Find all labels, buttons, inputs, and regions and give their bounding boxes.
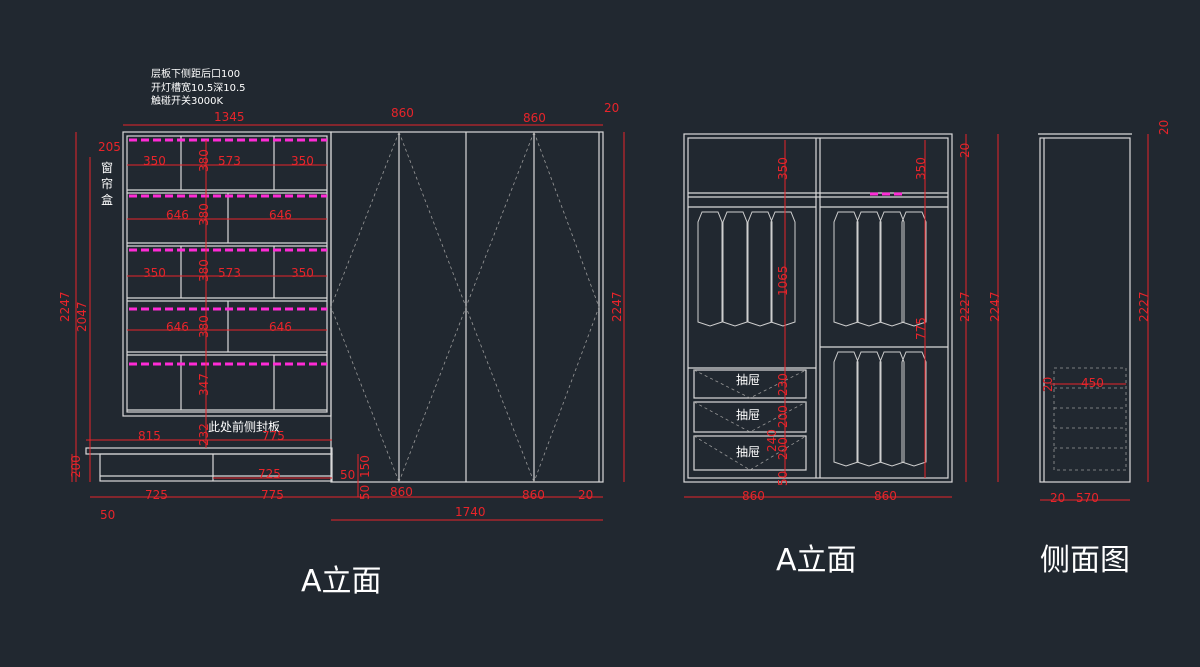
svg-text:232: 232	[197, 423, 211, 446]
svg-text:50: 50	[340, 468, 355, 482]
svg-text:150: 150	[358, 455, 372, 478]
drawer-2-label: 抽屉	[736, 408, 760, 422]
middle-elevation: 抽屉 抽屉 抽屉 350 350 20	[683, 133, 1002, 578]
drawer-1-label: 抽屉	[736, 373, 760, 387]
svg-text:50: 50	[776, 471, 790, 486]
svg-text:2247: 2247	[610, 291, 624, 322]
svg-text:350: 350	[143, 266, 166, 280]
svg-text:725: 725	[258, 467, 281, 481]
svg-text:860: 860	[391, 106, 414, 120]
wardrobe-doors-frame	[330, 131, 604, 483]
svg-text:860: 860	[522, 488, 545, 502]
front-panel-note: 此处前侧封板	[208, 419, 280, 434]
hanging-clothes-lower-right	[833, 351, 927, 467]
svg-text:860: 860	[742, 489, 765, 503]
svg-text:200: 200	[776, 437, 790, 460]
svg-text:350: 350	[291, 154, 314, 168]
svg-text:775: 775	[914, 317, 928, 340]
svg-text:2227: 2227	[1137, 291, 1151, 322]
svg-text:50: 50	[358, 485, 372, 500]
svg-text:646: 646	[269, 320, 292, 334]
svg-text:350: 350	[143, 154, 166, 168]
svg-text:646: 646	[166, 208, 189, 222]
svg-text:20: 20	[958, 143, 972, 158]
svg-text:815: 815	[138, 429, 161, 443]
svg-text:573: 573	[218, 266, 241, 280]
left-elevation: 层板下侧距后口100 开灯槽宽10.5深10.5 触碰开关3000K	[58, 67, 625, 599]
svg-text:1345: 1345	[214, 110, 245, 124]
svg-text:775: 775	[262, 429, 285, 443]
note-line-1: 层板下侧距后口100	[151, 67, 240, 80]
curtain-box-label-1: 窗	[101, 161, 113, 175]
side-view: 20 2227 450 20 20 570 侧面图	[1038, 120, 1171, 578]
svg-text:450: 450	[1081, 376, 1104, 390]
svg-text:20: 20	[1050, 491, 1065, 505]
hanging-clothes-upper-left	[697, 211, 796, 327]
title-a-elevation-left: A立面	[301, 564, 382, 599]
svg-text:2227: 2227	[958, 291, 972, 322]
drawer-3	[693, 435, 807, 471]
interior-frame	[683, 133, 953, 483]
svg-text:350: 350	[776, 157, 790, 180]
svg-text:240: 240	[765, 429, 779, 452]
svg-text:20: 20	[604, 101, 619, 115]
svg-text:775: 775	[261, 488, 284, 502]
svg-text:1740: 1740	[455, 505, 486, 519]
svg-text:860: 860	[390, 485, 413, 499]
svg-text:380: 380	[197, 149, 211, 172]
note-line-2: 开灯槽宽10.5深10.5	[151, 81, 246, 94]
svg-text:725: 725	[145, 488, 168, 502]
shelf-unit-inner	[126, 135, 328, 413]
svg-text:2247: 2247	[988, 291, 1002, 322]
svg-text:1065: 1065	[776, 265, 790, 296]
svg-text:573: 573	[218, 154, 241, 168]
note-line-3: 触碰开关3000K	[151, 94, 223, 107]
svg-text:646: 646	[269, 208, 292, 222]
bench-top	[85, 447, 333, 455]
svg-text:2247: 2247	[58, 291, 72, 322]
svg-text:380: 380	[197, 203, 211, 226]
svg-text:20: 20	[578, 488, 593, 502]
svg-text:230: 230	[776, 373, 790, 396]
svg-text:380: 380	[197, 259, 211, 282]
svg-text:50: 50	[100, 508, 115, 522]
drawer-3-label: 抽屉	[736, 445, 760, 459]
svg-text:200: 200	[776, 405, 790, 428]
svg-text:350: 350	[914, 157, 928, 180]
svg-text:20: 20	[1157, 120, 1171, 135]
svg-text:盒: 盒	[101, 192, 113, 207]
title-a-elevation-right: A立面	[776, 543, 857, 578]
drawer-2	[693, 401, 807, 433]
svg-text:380: 380	[197, 315, 211, 338]
title-side-view: 侧面图	[1040, 543, 1130, 578]
svg-text:帘: 帘	[101, 176, 113, 191]
svg-text:570: 570	[1076, 491, 1099, 505]
svg-text:20: 20	[1041, 377, 1055, 392]
svg-text:205: 205	[98, 140, 121, 154]
bench-base	[99, 453, 333, 482]
svg-text:350: 350	[291, 266, 314, 280]
svg-text:860: 860	[523, 111, 546, 125]
side-frame	[1039, 137, 1131, 483]
svg-text:347: 347	[197, 373, 211, 396]
svg-text:860: 860	[874, 489, 897, 503]
svg-text:200: 200	[69, 455, 83, 478]
svg-text:646: 646	[166, 320, 189, 334]
hanging-clothes-upper-right	[833, 211, 927, 327]
svg-text:2047: 2047	[75, 301, 89, 332]
